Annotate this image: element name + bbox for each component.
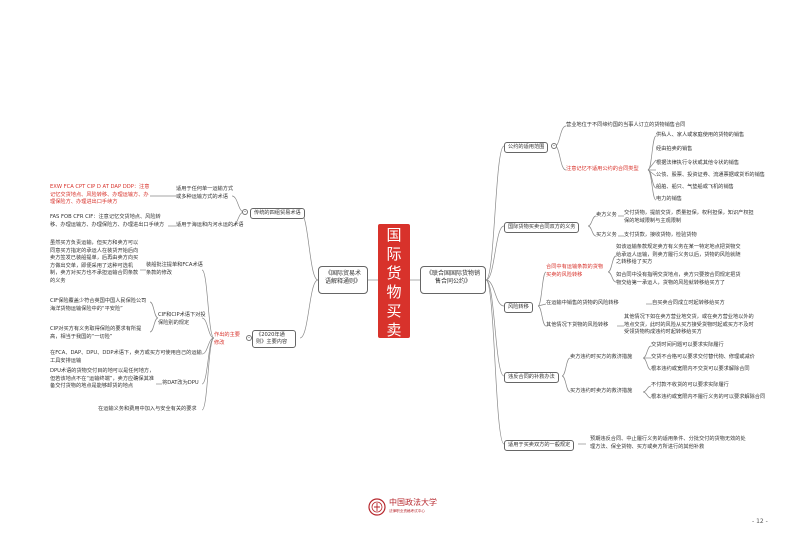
common-rules-text: 预期违反合同、中止履行义务的适用条件、分批交付的货物无效的处理方法、保全货物、买… xyxy=(590,436,746,450)
buyer-breach-node[interactable]: 买方违约时卖方的救济措施 xyxy=(570,388,633,394)
remedies-node[interactable]: 违反合同的补救办法 xyxy=(504,372,559,383)
central-topic-char: 卖 xyxy=(386,321,402,339)
remedy-item: 交货时间问题可以要求实际履行 xyxy=(651,342,724,348)
risk-in-transit-node[interactable]: 在运输中销售的货物的风险转移 xyxy=(546,300,619,306)
remedy-item: 不付款不收货的可以要求实际履行 xyxy=(651,382,729,388)
seller-obligation-text: 交付货物，提前交货，质量担保，权利担保，知识产权担保的地域限制与主观限制 xyxy=(624,210,754,224)
central-topic-char: 物 xyxy=(386,283,402,301)
excluded-item: 经由拍卖的销售 xyxy=(656,146,693,152)
excluded-item: 船舶、船只、气垫船或飞机的销售 xyxy=(656,184,734,190)
risk-in-transit-text: 自买卖合同成立时起转移给买方 xyxy=(652,300,725,306)
risk-transit-node[interactable]: 合同中有运输条款的货物买卖的风险转移 xyxy=(546,264,604,278)
change-label[interactable]: 将DAT改为DPU xyxy=(162,380,199,386)
collapse-icon[interactable]: – xyxy=(551,143,557,149)
common-rules-node[interactable]: 适用于买卖双方的一般规定 xyxy=(504,440,575,451)
central-topic[interactable]: 国 际 货 物 买 卖 xyxy=(378,224,410,339)
change-label[interactable]: 装船批注提单和FCA术语条款的修改 xyxy=(146,262,203,276)
remedy-item: 交货不合格可以要求交付替代物、修理或减价 xyxy=(651,354,755,360)
buyer-obligation-text: 支付货款，接收货物，检验货物 xyxy=(624,232,697,238)
edition-change-node[interactable]: 作出的主要修改 xyxy=(214,332,240,346)
risk-transit-text: 如该运输条款规定卖方有义务在某一特定地点把货物交给承运人运输，则卖方履行义务以后… xyxy=(616,244,741,266)
scope-basis-text: 营业地位于不同缔约国的当事人订立的货物销售合同 xyxy=(566,122,686,128)
collapse-icon[interactable]: – xyxy=(242,209,248,215)
remedy-item: 根本违约或宽限内不履行义务的可以要求解除合同 xyxy=(651,394,766,400)
seller-obligation-label[interactable]: 卖方义务 xyxy=(596,212,617,218)
central-topic-char: 国 xyxy=(386,226,402,244)
risk-other-text: 其他情况下如在卖方营业地交货，或在卖方营业地以外的地点交货，此时的风险从买方接受… xyxy=(624,314,754,336)
logo-text: 中国政法大学 xyxy=(389,498,437,507)
incoterms-root-node[interactable]: 《国际贸易术语解释通则》 xyxy=(318,266,368,294)
risk-node[interactable]: 风险转移 xyxy=(504,302,533,313)
any-mode-terms: EXW FCA CPT CIP D AT DAP DDP：注意记忆交货地点、风险… xyxy=(50,184,150,206)
excluded-item: 公债、股票、投资证券、流通票据或货币的销售 xyxy=(656,172,765,178)
edition-node[interactable]: 《2020年通则》主要内容 xyxy=(252,330,296,348)
risk-other-node[interactable]: 其他情况下货物的风险转移 xyxy=(546,322,609,328)
risk-transit-text: 如合同中没有指明交货地点，卖方只要按合同规定把货物交给第一承运人，货物的风险就转… xyxy=(616,272,741,286)
change-text: CIF保险覆盖少符合英国中国人民保险公司海洋货物运输保险中的“平安险” xyxy=(50,298,147,312)
central-topic-char: 际 xyxy=(386,245,402,263)
excluded-item: 供私人、家人或家庭使用的货物的销售 xyxy=(656,132,745,138)
cisg-root-node[interactable]: 《联合国国际货物销售合同公约》 xyxy=(420,266,486,294)
seller-breach-node[interactable]: 卖方违约时买方的救济措施 xyxy=(570,354,633,360)
seal-icon xyxy=(368,498,386,516)
collapse-icon[interactable]: – xyxy=(246,335,252,341)
any-mode-label[interactable]: 适用于任何单一运输方式或多种运输方式的术语 xyxy=(176,186,234,200)
sea-terms: FAS FOB CFR CIF：注意记忆交货地点、风险转移、办理运输方、办理保险… xyxy=(50,214,165,228)
change-text: 虽然买方负责运输，但买方和卖方可以同意买方指定的承运人在装货开始后向卖方签发已装… xyxy=(50,240,139,284)
logo-subtext: 法律职业资格考试中心 xyxy=(389,509,425,513)
change-text: CIP对买方有义务取得保险的要求有所提高，相当于我国的“一切险” xyxy=(50,326,142,340)
page-number: - 12 - xyxy=(752,518,768,525)
change-label[interactable]: CIF和CIP术语下对投保险别的规定 xyxy=(158,312,206,326)
scope-node[interactable]: 公约的适用范围 xyxy=(504,142,549,153)
change-text: 在运输义务和费用中加入与安全有关的要求 xyxy=(98,406,197,412)
obligations-node[interactable]: 国际货物买卖合同双方的义务 xyxy=(504,222,580,233)
central-topic-char: 买 xyxy=(386,302,402,320)
excluded-item: 电力的销售 xyxy=(656,196,682,202)
change-text: DPU术语的货物交付目的地可以是任何地方，但若该地点不在“运输终端”，卖方应确保… xyxy=(50,368,155,390)
excluded-item: 根据法律执行令状或其他令状的销售 xyxy=(656,160,740,166)
scope-excluded-node[interactable]: 注意记忆不适用公约的合同类型 xyxy=(566,166,639,172)
sea-label[interactable]: 适用于海运和内河水运的术语 xyxy=(176,222,244,228)
change-text: 在FCA、DAP、DPU、DDP术语下，卖方或买方可使用自己的运输工具安排运输 xyxy=(50,350,202,364)
central-topic-char: 货 xyxy=(386,264,402,282)
buyer-obligation-label[interactable]: 买方义务 xyxy=(596,232,617,238)
term-groups-node[interactable]: 传统的四组贸易术语 xyxy=(250,208,305,219)
remedy-item: 根本违约或宽限内不交货可以要求解除合同 xyxy=(651,366,750,372)
university-logo: 中国政法大学 法律职业资格考试中心 xyxy=(368,498,458,516)
